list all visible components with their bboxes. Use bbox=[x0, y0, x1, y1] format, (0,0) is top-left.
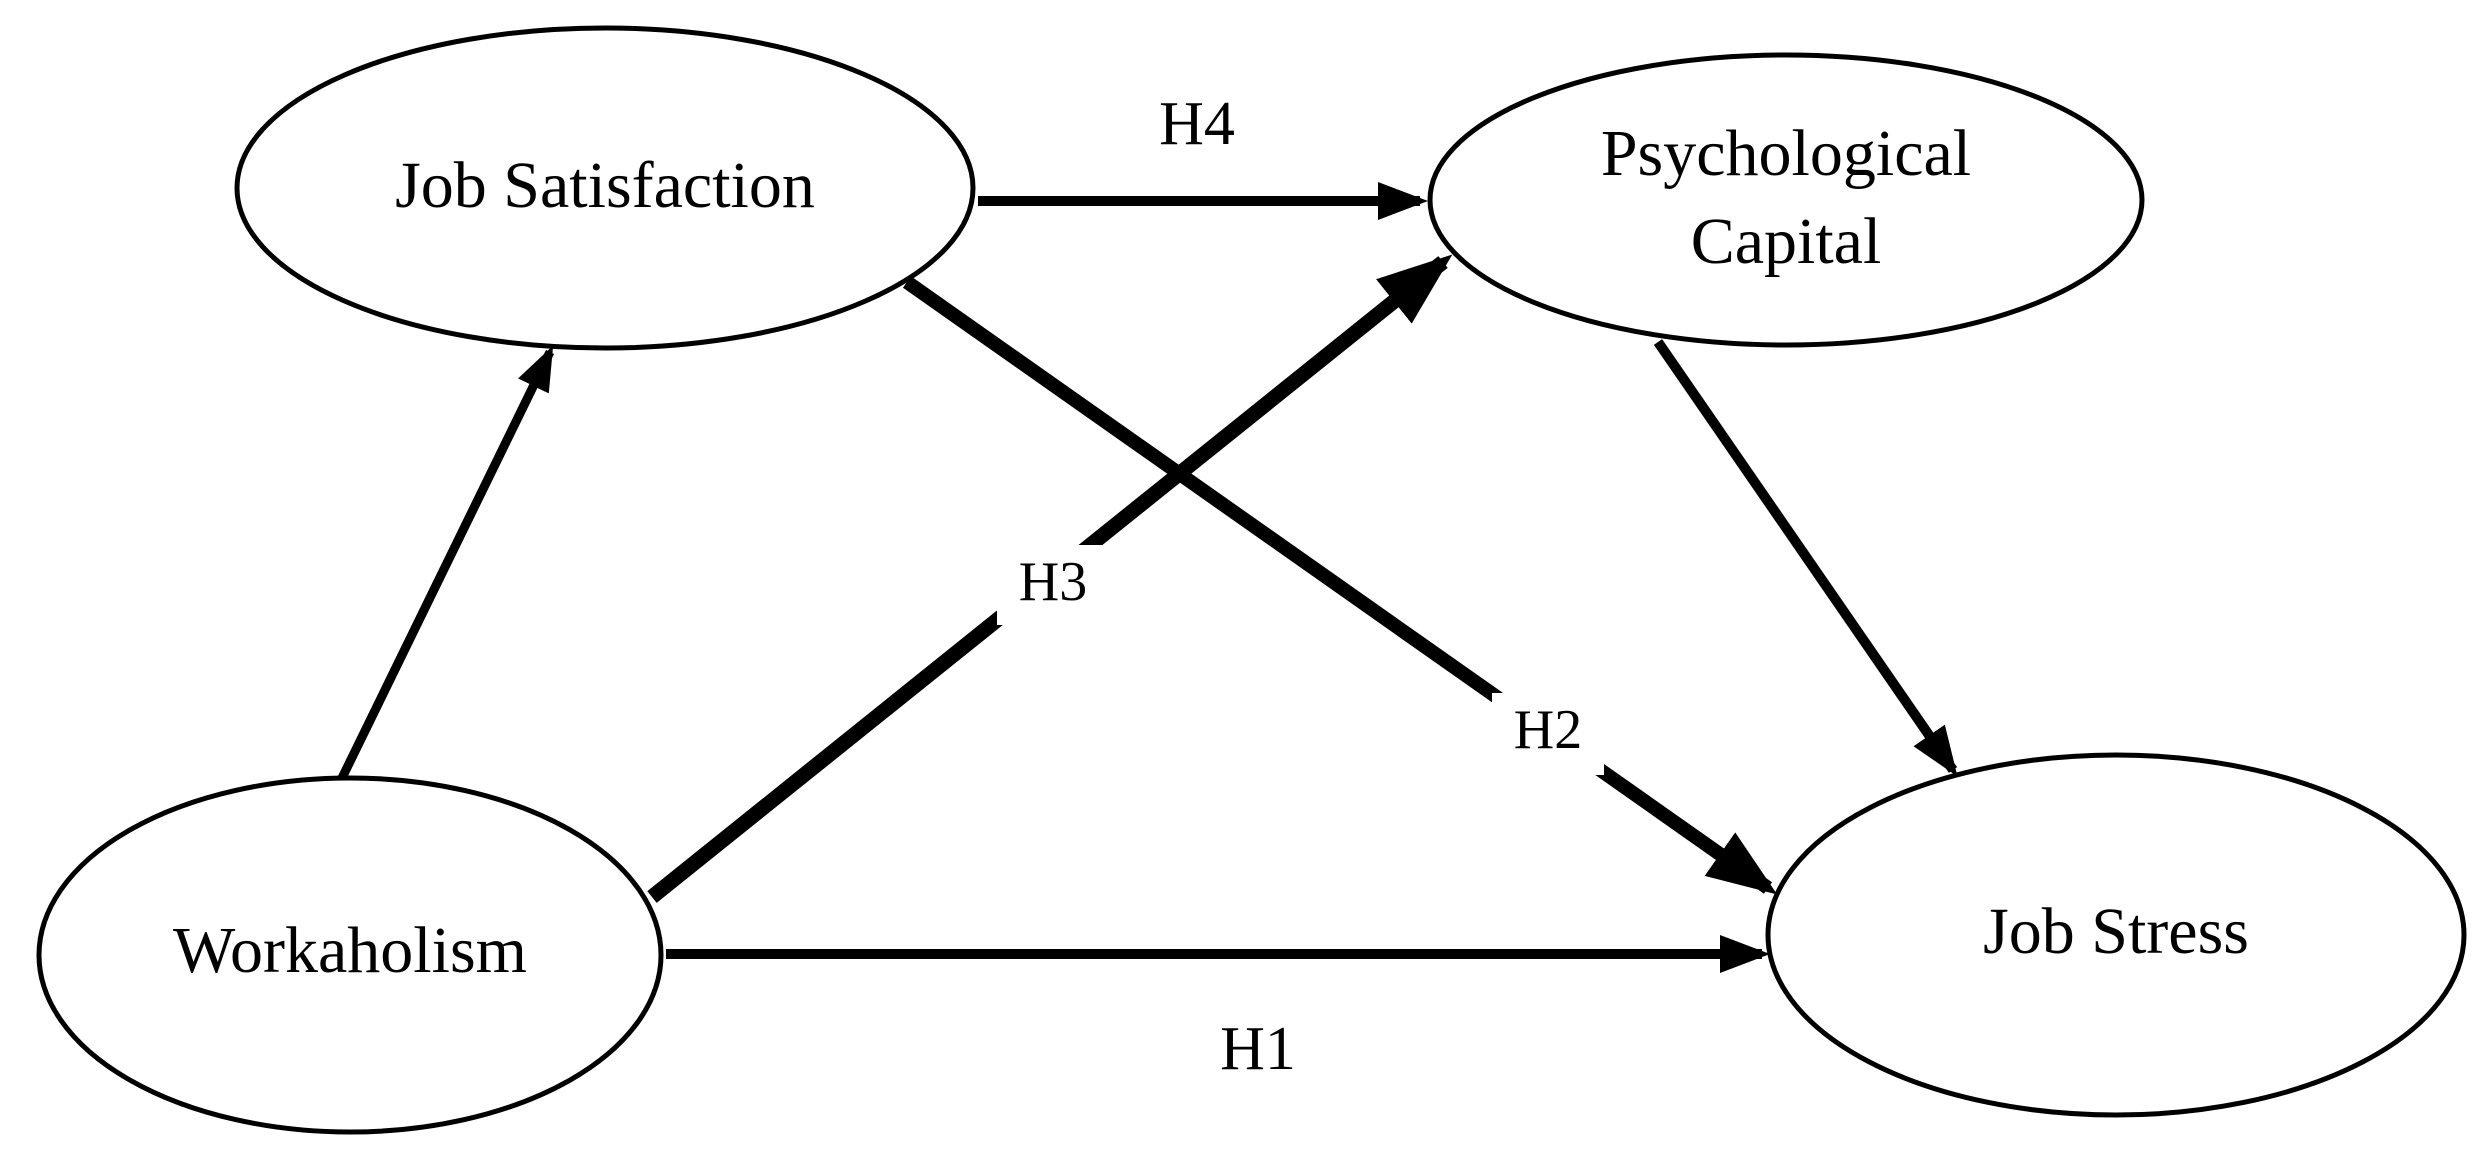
edge-h2-label: H2 bbox=[1514, 699, 1582, 761]
node-psychological-capital-label-line2: Capital bbox=[1691, 205, 1882, 278]
edge-h3-label: H3 bbox=[1019, 551, 1087, 613]
edge-workaholism-to-satisfaction-arrow bbox=[337, 345, 555, 780]
edge-h2-label-background bbox=[1492, 693, 1604, 775]
node-job-stress-label: Job Stress bbox=[1983, 895, 2249, 968]
node-psychological-capital-label-line1: Psychological bbox=[1601, 117, 1971, 190]
node-psychological-capital: Psychological Capital bbox=[1427, 52, 2145, 348]
edge-h3-label-background bbox=[997, 545, 1109, 625]
node-workaholism: Workaholism bbox=[36, 775, 664, 1135]
edge-h1-label: H1 bbox=[1220, 1015, 1296, 1083]
edge-h4-label: H4 bbox=[1159, 90, 1235, 158]
edge-capital-to-stress-arrow bbox=[1653, 339, 1958, 777]
node-job-satisfaction: Job Satisfaction bbox=[234, 25, 976, 351]
node-job-stress: Job Stress bbox=[1765, 752, 2467, 1118]
edge-h2-arrow bbox=[902, 276, 1778, 895]
node-workaholism-label: Workaholism bbox=[173, 914, 527, 987]
node-job-satisfaction-label: Job Satisfaction bbox=[395, 149, 815, 222]
